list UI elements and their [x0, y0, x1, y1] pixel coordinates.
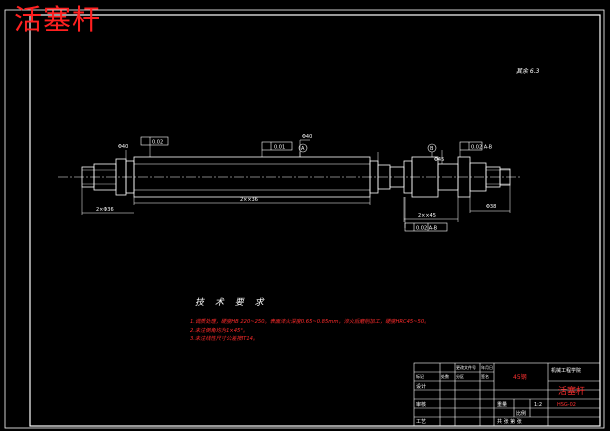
tb-part-name: 活塞杆: [558, 387, 586, 397]
gdt-value-1: 0.01: [274, 145, 285, 151]
tb-col-date: 年月日: [481, 365, 493, 370]
inner-frame: [29, 14, 601, 427]
gdt-value-3: 0.02 A-B: [471, 145, 493, 151]
tb-scale: 1:2: [534, 402, 543, 408]
shaft-profile: [81, 156, 511, 198]
tb-row-design: 设计: [416, 384, 427, 390]
dim-d5: Φ38: [486, 204, 496, 210]
dim-len-main: 2××36: [240, 197, 258, 203]
dimension-lines: [81, 139, 511, 228]
dim-d1: 2×Φ36: [96, 207, 114, 213]
tb-col-mark: 标记: [416, 374, 424, 379]
tech-requirements-title: 技 术 要 求: [195, 298, 268, 308]
datum-b-label: B: [430, 146, 434, 152]
tech-requirement-item: 1.调质处理，硬度HB 220~250。表面淬火深度0.65~0.85mm，淬火…: [190, 319, 430, 325]
drawing-title: 活塞杆: [14, 3, 102, 36]
gdt-frames: [140, 136, 483, 232]
dim-len-r: 2××45: [418, 213, 436, 219]
tech-requirements-list: 1.调质处理，硬度HB 220~250。表面淬火深度0.65~0.85mm，淬火…: [190, 318, 429, 344]
tb-weight-label: 重量: [497, 402, 508, 408]
tech-requirement-item: 3.未注线性尺寸公差按IT14。: [190, 336, 259, 342]
datum-a-label: A: [301, 146, 305, 152]
tb-col-docno: 更改文件号: [456, 365, 476, 370]
tb-row-review: 审核: [416, 402, 427, 408]
title-block: [413, 362, 601, 427]
gdt-value-4: 0.02 A-B: [416, 226, 438, 232]
surface-finish-note: 其余 6.3: [516, 68, 540, 75]
dim-d4: Φ40: [118, 144, 128, 150]
tb-col-sign: 签名: [481, 374, 489, 379]
tb-col-zone: 分区: [456, 374, 464, 379]
tb-material: 45钢: [513, 374, 527, 381]
tb-school: 机械工程学院: [551, 368, 582, 374]
tb-drawing-no: HSG-02: [557, 402, 576, 408]
outer-frame: [4, 9, 605, 429]
dim-d3: Φ45: [434, 157, 444, 163]
gdt-value-2: 0.02: [152, 140, 163, 146]
datum-a-circle: [298, 143, 308, 153]
dim-d2: Φ40: [302, 134, 312, 140]
tb-sheet: 共 张 第 张: [497, 419, 522, 425]
tech-requirement-item: 2.未注倒角均为1×45°。: [190, 327, 249, 334]
tb-col-count: 处数: [441, 374, 449, 379]
tb-scale-label: 比例: [516, 411, 527, 417]
datum-b-circle: [427, 143, 437, 153]
tb-row-process: 工艺: [416, 419, 427, 425]
